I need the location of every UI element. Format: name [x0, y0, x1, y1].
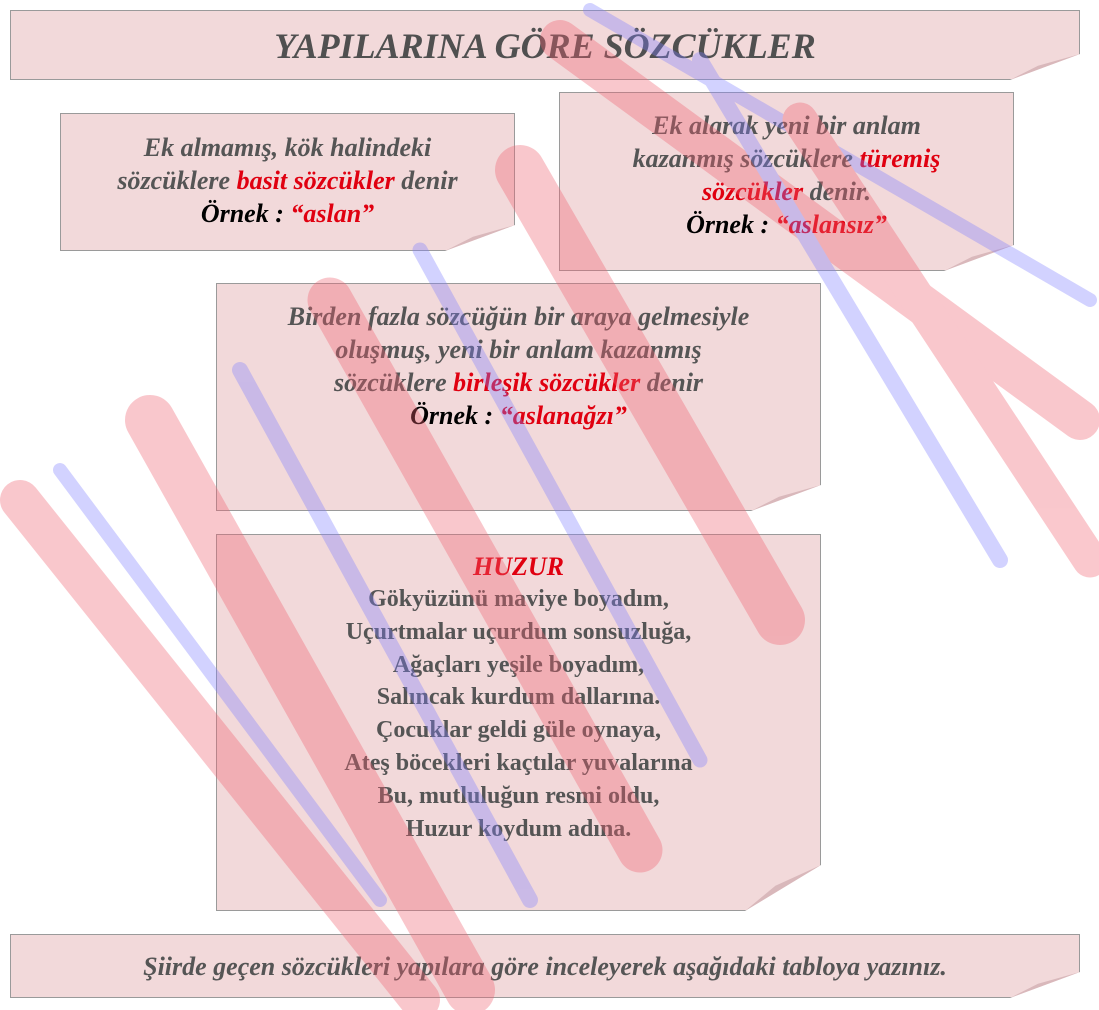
example-word: “aslanağzı”	[499, 401, 627, 430]
definition-line: sözcüklere basit sözcükler denir	[61, 164, 514, 197]
poem-line: Salıncak kurdum dallarına.	[376, 684, 661, 711]
instruction-banner: Şiirde geçen sözcükleri yapılara göre in…	[10, 934, 1080, 998]
text: sözcüklere	[333, 368, 454, 397]
poem-line: Uçurtmalar uçurdum sonsuzluğa,	[345, 618, 692, 645]
poem-line: Ateş böcekleri kaçtılar yuvalarına	[344, 749, 693, 776]
example-label: Örnek :	[200, 199, 291, 228]
text: denir	[394, 166, 458, 195]
example-label: Örnek :	[686, 210, 776, 239]
poem-line: Çocuklar geldi güle oynaya,	[376, 717, 661, 744]
term: sözcükler	[701, 177, 804, 206]
poem-title: HUZUR	[473, 552, 564, 581]
page-title: YAPILARINA GÖRE SÖZCÜKLER	[274, 26, 816, 66]
definition-line: oluşmuş, yeni bir anlam kazanmış	[335, 335, 702, 364]
poem-line: Bu, mutluluğun resmi oldu,	[377, 782, 660, 809]
birlesik-sozcukler-card: Birden fazla sözcüğün bir araya gelmesiy…	[216, 283, 821, 511]
basit-sozcukler-card: Ek almamış, kök halindeki sözcüklere bas…	[60, 113, 515, 251]
term: basit sözcükler	[236, 166, 395, 195]
definition-line: kazanmış sözcüklere türemiş	[560, 142, 1013, 175]
definition-line: sözcüklere birleşik sözcükler denir	[217, 366, 820, 399]
definition-line: sözcükler denir.	[560, 175, 1013, 208]
definition-line: Ek alarak yeni bir anlam	[652, 111, 921, 140]
poem-line: Huzur koydum adına.	[405, 815, 632, 842]
turemis-sozcukler-card: Ek alarak yeni bir anlam kazanmış sözcük…	[559, 92, 1014, 271]
term: birleşik sözcükler	[453, 368, 641, 397]
poem-line: Ağaçları yeşile boyadım,	[392, 651, 645, 678]
example-line: Örnek : “aslanağzı”	[217, 399, 820, 432]
example-word: “aslansız”	[775, 210, 887, 239]
definition-line: Ek almamış, kök halindeki	[143, 133, 432, 162]
definition-line: Birden fazla sözcüğün bir araya gelmesiy…	[287, 302, 750, 331]
instruction-text: Şiirde geçen sözcükleri yapılara göre in…	[143, 952, 947, 981]
example-label: Örnek :	[410, 401, 500, 430]
poem-line: Gökyüzünü maviye boyadım,	[368, 586, 669, 612]
text: denir.	[803, 177, 872, 206]
term: türemiş	[859, 144, 941, 173]
title-banner: YAPILARINA GÖRE SÖZCÜKLER	[10, 10, 1080, 80]
text: denir	[640, 368, 704, 397]
example-line: Örnek : “aslansız”	[560, 208, 1013, 241]
poem-card: HUZUR Gökyüzünü maviye boyadım, Uçurtmal…	[216, 534, 821, 911]
text: kazanmış sözcüklere	[632, 144, 860, 173]
example-line: Örnek : “aslan”	[61, 197, 514, 230]
example-word: “aslan”	[290, 199, 375, 228]
text: sözcüklere	[117, 166, 237, 195]
